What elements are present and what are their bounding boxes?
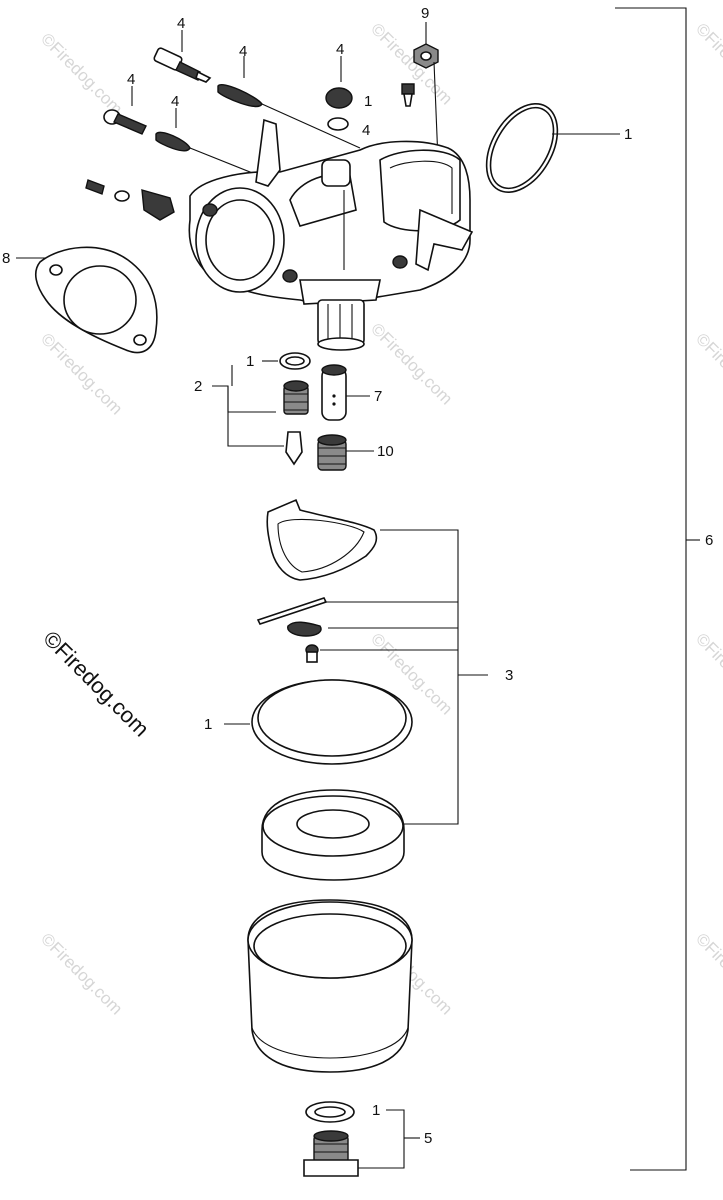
callout-4: 4 [127, 71, 135, 88]
bracket-3 [320, 529, 488, 825]
washer-1c [262, 352, 311, 370]
callout-1: 1 [624, 126, 632, 143]
watermark: ©Firedog.com [37, 29, 126, 118]
callout-1: 1 [204, 716, 212, 733]
watermark: ©Firedog.com [692, 629, 723, 718]
watermark: ©Firedog.com [37, 929, 126, 1018]
callout-1: 1 [372, 1102, 380, 1119]
screw-4b [103, 86, 147, 135]
screw-cap-4d [325, 56, 353, 131]
callout-4: 4 [239, 43, 247, 60]
callout-10: 10 [377, 443, 394, 460]
callout-9: 9 [421, 5, 429, 22]
callout-3: 3 [505, 667, 513, 684]
callout-8: 8 [2, 250, 10, 267]
jet-10 [317, 434, 374, 471]
float-clip [287, 621, 322, 637]
carburetor-body [188, 118, 474, 351]
watermark: ©Firedog.com [692, 929, 723, 1018]
bracket-6 [615, 7, 700, 1171]
float [261, 789, 405, 881]
bowl-gasket-1d [224, 679, 413, 765]
callout-5: 5 [424, 1130, 432, 1147]
watermark: ©Firedog.com [692, 19, 723, 108]
watermark: ©Firedog.com [692, 329, 723, 418]
callout-6: 6 [705, 532, 713, 549]
float-bowl [247, 899, 413, 1073]
float-pin [256, 597, 328, 625]
callout-1: 1 [246, 353, 254, 370]
callout-4: 4 [171, 93, 179, 110]
float-valve-seat-2 [212, 365, 309, 466]
float-screw [305, 644, 319, 663]
callout-4: 4 [177, 15, 185, 32]
callout-7: 7 [374, 388, 382, 405]
drain-bolt-5 [303, 1130, 359, 1177]
watermark-main: ©Firedog.com [38, 626, 154, 742]
flange-gasket-8 [16, 246, 158, 354]
o-ring-1-top [485, 103, 620, 193]
callout-2: 2 [194, 378, 202, 395]
callout-1: 1 [364, 93, 372, 110]
small-bolt [401, 83, 415, 107]
drain-washer-1e [305, 1101, 420, 1169]
callout-4: 4 [362, 122, 370, 139]
float-arm-3 [266, 498, 378, 581]
callout-4: 4 [336, 41, 344, 58]
pilot-screw-4 [153, 30, 212, 83]
spring-4a [217, 56, 361, 149]
main-jet-7 [321, 364, 370, 421]
jet-screw-small [85, 179, 175, 221]
